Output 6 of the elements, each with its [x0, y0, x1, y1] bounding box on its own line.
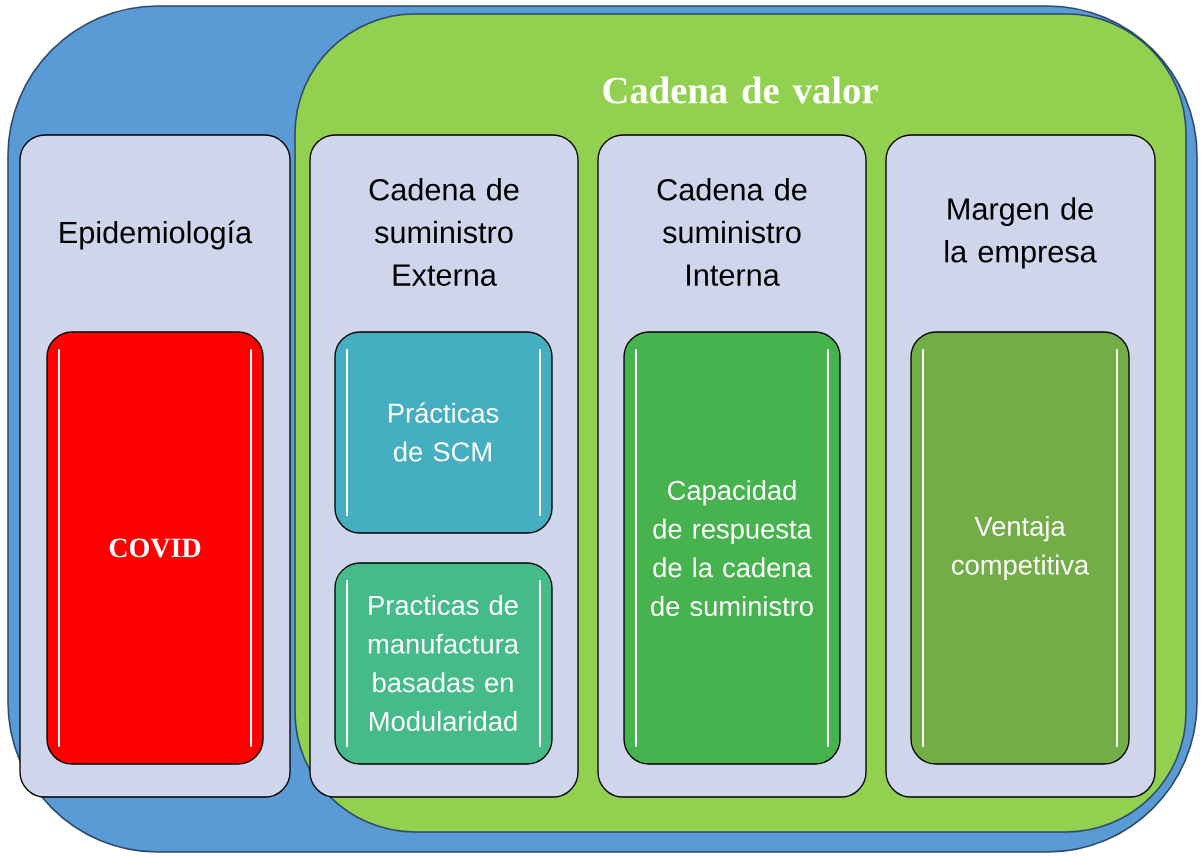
factor-box: Ventaja competitiva: [910, 331, 1130, 765]
panel-title: Cadena de valor: [603, 76, 878, 104]
factor-box: Capacidad de respuesta de la cadena de suministro: [623, 331, 841, 765]
factor-box: COVID: [46, 331, 264, 765]
factor-box: Prácticas de SCM: [334, 331, 553, 534]
factor-box: Practicas de manufactura basadas en Modularidad: [334, 562, 553, 765]
